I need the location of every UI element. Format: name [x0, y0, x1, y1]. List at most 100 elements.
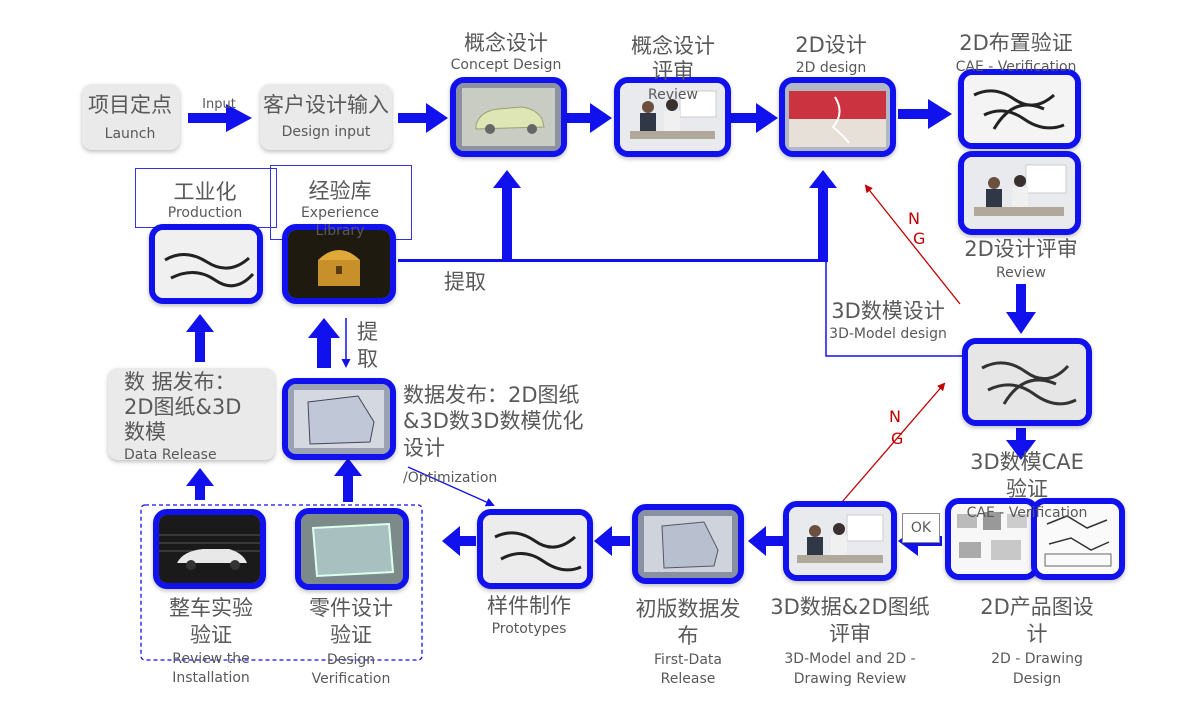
data-release-cn3: 数模	[124, 420, 166, 444]
wire-harness-icon	[964, 75, 1075, 143]
concept-review-en: Review	[648, 87, 698, 103]
car-cad-icon	[456, 83, 561, 151]
2d-design-image	[779, 77, 896, 157]
data-release-box	[108, 368, 275, 460]
wire-harness-icon	[968, 344, 1086, 420]
data-release-en: Data Release	[124, 447, 217, 463]
arrow-launch-to-input	[188, 104, 252, 132]
glass-part-icon	[301, 514, 403, 584]
cae-3d-en: CAE - Verification	[966, 505, 1088, 521]
door-cad-icon	[638, 510, 738, 578]
launch-en: Launch	[104, 126, 156, 142]
arrow-review2d-to-3d	[1006, 284, 1036, 334]
optimization-cn3: 设计	[403, 436, 445, 460]
extract-line	[398, 259, 828, 262]
ng-lower-g: G	[891, 429, 904, 448]
review-2d-en: Review	[996, 265, 1046, 281]
part-verify-en1: Design	[326, 652, 376, 668]
ng-upper-g: G	[913, 229, 926, 248]
ng-arrow-upper	[864, 184, 961, 305]
ng-upper-n: N	[908, 209, 920, 228]
part-verify-en2: Verification	[311, 671, 391, 687]
part-verification-image	[295, 508, 409, 590]
input-label: Input	[202, 97, 236, 112]
drawing-2d-cn2: 计	[1026, 622, 1048, 646]
concept-cn: 概念设计	[464, 31, 548, 55]
vehicle-test-cn1: 整车实验	[169, 596, 253, 620]
arrow-review3d-to-first	[748, 526, 784, 556]
design-input-cn: 客户设计输入	[263, 93, 389, 117]
review-3d2d-en1: 3D-Model and 2D -	[784, 651, 916, 667]
arrow-first-to-proto	[594, 526, 630, 556]
optimization-cn2: &3D数3D数模优化	[403, 409, 584, 433]
flow-arrows	[186, 99, 1036, 556]
launch-box	[82, 84, 180, 150]
model3d-bracket	[825, 262, 962, 357]
model-3d-cn: 3D数模设计	[831, 299, 945, 323]
meeting-icon	[620, 83, 725, 151]
arrow-vehicle-to-release	[186, 468, 214, 500]
verification-group-box	[140, 504, 423, 661]
arrow-review-to-2d	[730, 103, 778, 133]
design-input-box	[260, 84, 392, 150]
drawing-sheet-icon	[785, 83, 890, 151]
first-release-cn1: 初版数据发	[635, 597, 741, 621]
arrow-up-2d	[809, 170, 837, 262]
data-release-cn1: 数 据发布：	[124, 370, 236, 394]
data-release-cn2: 2D图纸&3D	[124, 395, 242, 419]
optimization-image	[282, 378, 396, 460]
experience-library-image	[282, 224, 396, 304]
production-cn: 工业化	[173, 180, 237, 204]
review-3d2d-en2: Drawing Review	[793, 671, 907, 687]
2d-design-en: 2D design	[795, 60, 867, 76]
first-release-image	[632, 504, 744, 584]
3d-model-image	[962, 338, 1092, 426]
vehicle-test-en2: Installation	[172, 670, 250, 686]
concept-design-image	[450, 77, 567, 157]
treasure-chest-icon	[288, 230, 390, 298]
prototype-image	[477, 509, 593, 589]
concept-en: Concept Design	[450, 57, 562, 73]
review-3d2d-cn1: 3D数据&2D图纸	[770, 595, 930, 619]
vehicle-test-image	[153, 509, 266, 589]
review-3d2d-cn2: 评审	[829, 622, 871, 646]
drawing-2d-en1: 2D - Drawing	[991, 651, 1083, 667]
cae-2d-image	[958, 69, 1081, 149]
cae-2d-en: CAE - Verification	[955, 59, 1077, 75]
arrow-concept-to-review	[566, 103, 612, 133]
cae-3d-cn1: 3D数模CAE	[970, 450, 1084, 474]
vehicle-test-cn2: 验证	[190, 623, 232, 647]
drawing-sheet-icon	[951, 504, 1033, 574]
cae-3d-image-left	[945, 498, 1039, 580]
first-release-en1: First-Data	[654, 652, 722, 668]
ok-label: OK	[902, 513, 940, 543]
concept-review-cn1: 概念设计	[631, 34, 715, 58]
drawing-sheet-icon	[1037, 504, 1119, 574]
optimization-en: /Optimization	[403, 470, 498, 486]
first-release-en2: Release	[660, 671, 716, 687]
meeting-icon	[964, 157, 1075, 229]
experience-cn: 经验库	[308, 179, 372, 203]
arrow-up-concept	[493, 170, 521, 262]
arrow-2d-to-cae	[898, 99, 952, 129]
ng-arrow-lower	[841, 382, 946, 503]
experience-en1: Experience	[300, 205, 380, 221]
extract-vertical-label-1: 提	[357, 320, 378, 344]
wind-tunnel-car-icon	[159, 515, 260, 583]
ng-lower-n: N	[889, 407, 901, 426]
arrow-3d-to-cae3d	[1006, 428, 1036, 460]
prototypes-en: Prototypes	[491, 621, 567, 637]
launch-cn: 项目定点	[88, 93, 172, 117]
arrow-input-to-concept	[398, 103, 448, 133]
design-input-en: Design input	[281, 124, 371, 140]
concept-review-image	[614, 77, 731, 157]
extract-horizontal-label: 提取	[444, 270, 486, 294]
cae-3d-image-right	[1031, 498, 1125, 580]
door-cad-icon	[288, 384, 390, 454]
production-image	[149, 224, 263, 304]
experience-en2: Library	[315, 223, 365, 239]
arrow-proto-to-part	[442, 526, 476, 556]
model-3d-en: 3D-Model design	[829, 326, 947, 342]
cae-2d-cn: 2D布置验证	[959, 31, 1073, 55]
